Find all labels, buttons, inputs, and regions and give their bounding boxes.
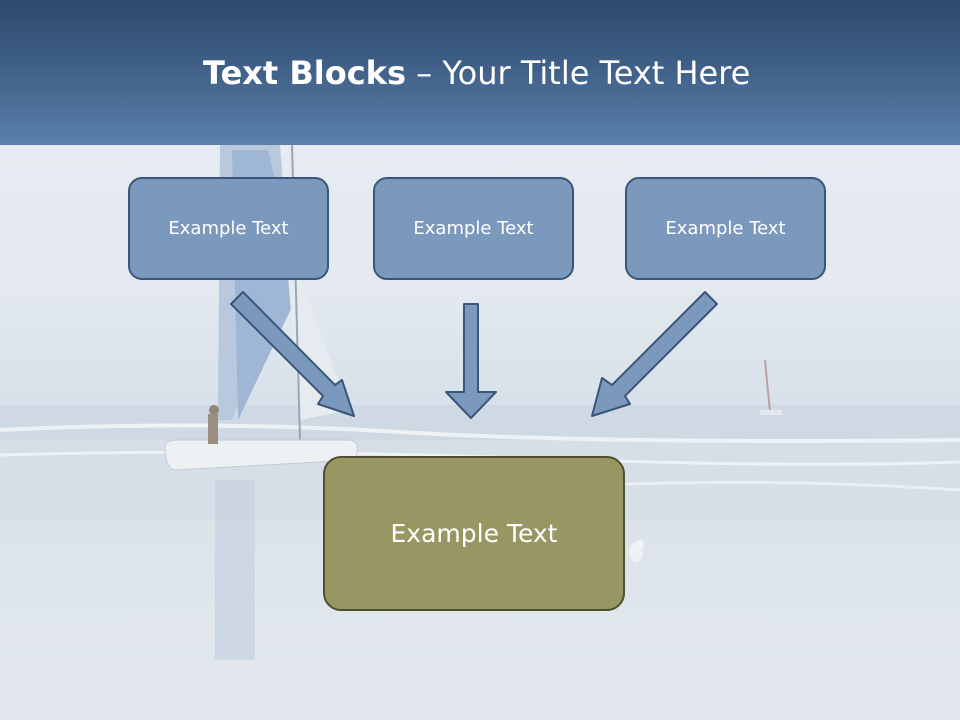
title-rest: Your Title Text Here — [442, 54, 751, 92]
slide-title: Text Blocks – Your Title Text Here — [203, 54, 750, 92]
arrow-left-diagonal — [230, 291, 355, 417]
text-block-3: Example Text — [625, 177, 826, 280]
target-text-block: Example Text — [323, 456, 625, 611]
title-bold-part: Text Blocks — [203, 54, 406, 92]
arrow-center-down — [445, 303, 497, 419]
text-block-1: Example Text — [128, 177, 329, 280]
target-text-block-label: Example Text — [390, 519, 558, 548]
title-band: Text Blocks – Your Title Text Here — [0, 0, 960, 145]
text-block-1-label: Example Text — [168, 218, 289, 239]
text-block-3-label: Example Text — [665, 218, 786, 239]
arrow-right-diagonal — [591, 291, 718, 417]
title-dash: – — [416, 54, 433, 92]
text-block-2-label: Example Text — [413, 218, 534, 239]
text-block-2: Example Text — [373, 177, 574, 280]
